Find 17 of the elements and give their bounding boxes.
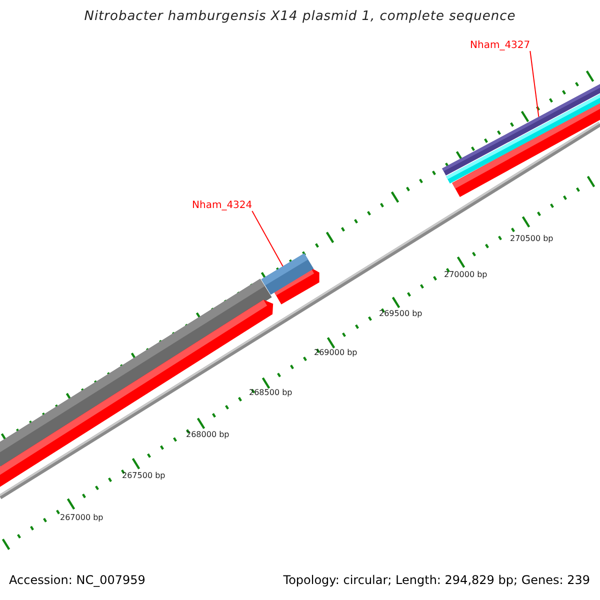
position-label: 270500 bp	[510, 234, 554, 243]
gene-bar	[442, 82, 600, 176]
position-label: 270000 bp	[444, 270, 488, 279]
position-label: 269000 bp	[314, 348, 358, 357]
position-label: 268500 bp	[249, 388, 292, 397]
leader-line	[252, 210, 284, 267]
position-label: 267500 bp	[122, 471, 166, 480]
title: Nitrobacter hamburgensis X14 plasmid 1, complete sequence	[83, 9, 517, 24]
position-label: 269500 bp	[379, 309, 422, 318]
position-label: 268000 bp	[186, 430, 230, 439]
gene-label: Nham_4324	[192, 200, 252, 211]
position-label: 267000 bp	[60, 513, 104, 522]
summary-text: Topology: circular; Length: 294,829 bp; Genes: 239	[283, 573, 590, 587]
gene-bar	[261, 253, 314, 295]
leader-line	[530, 50, 540, 118]
gene-label: Nham_4327	[470, 40, 530, 51]
accession-text: Accession: NC_007959	[9, 573, 146, 587]
